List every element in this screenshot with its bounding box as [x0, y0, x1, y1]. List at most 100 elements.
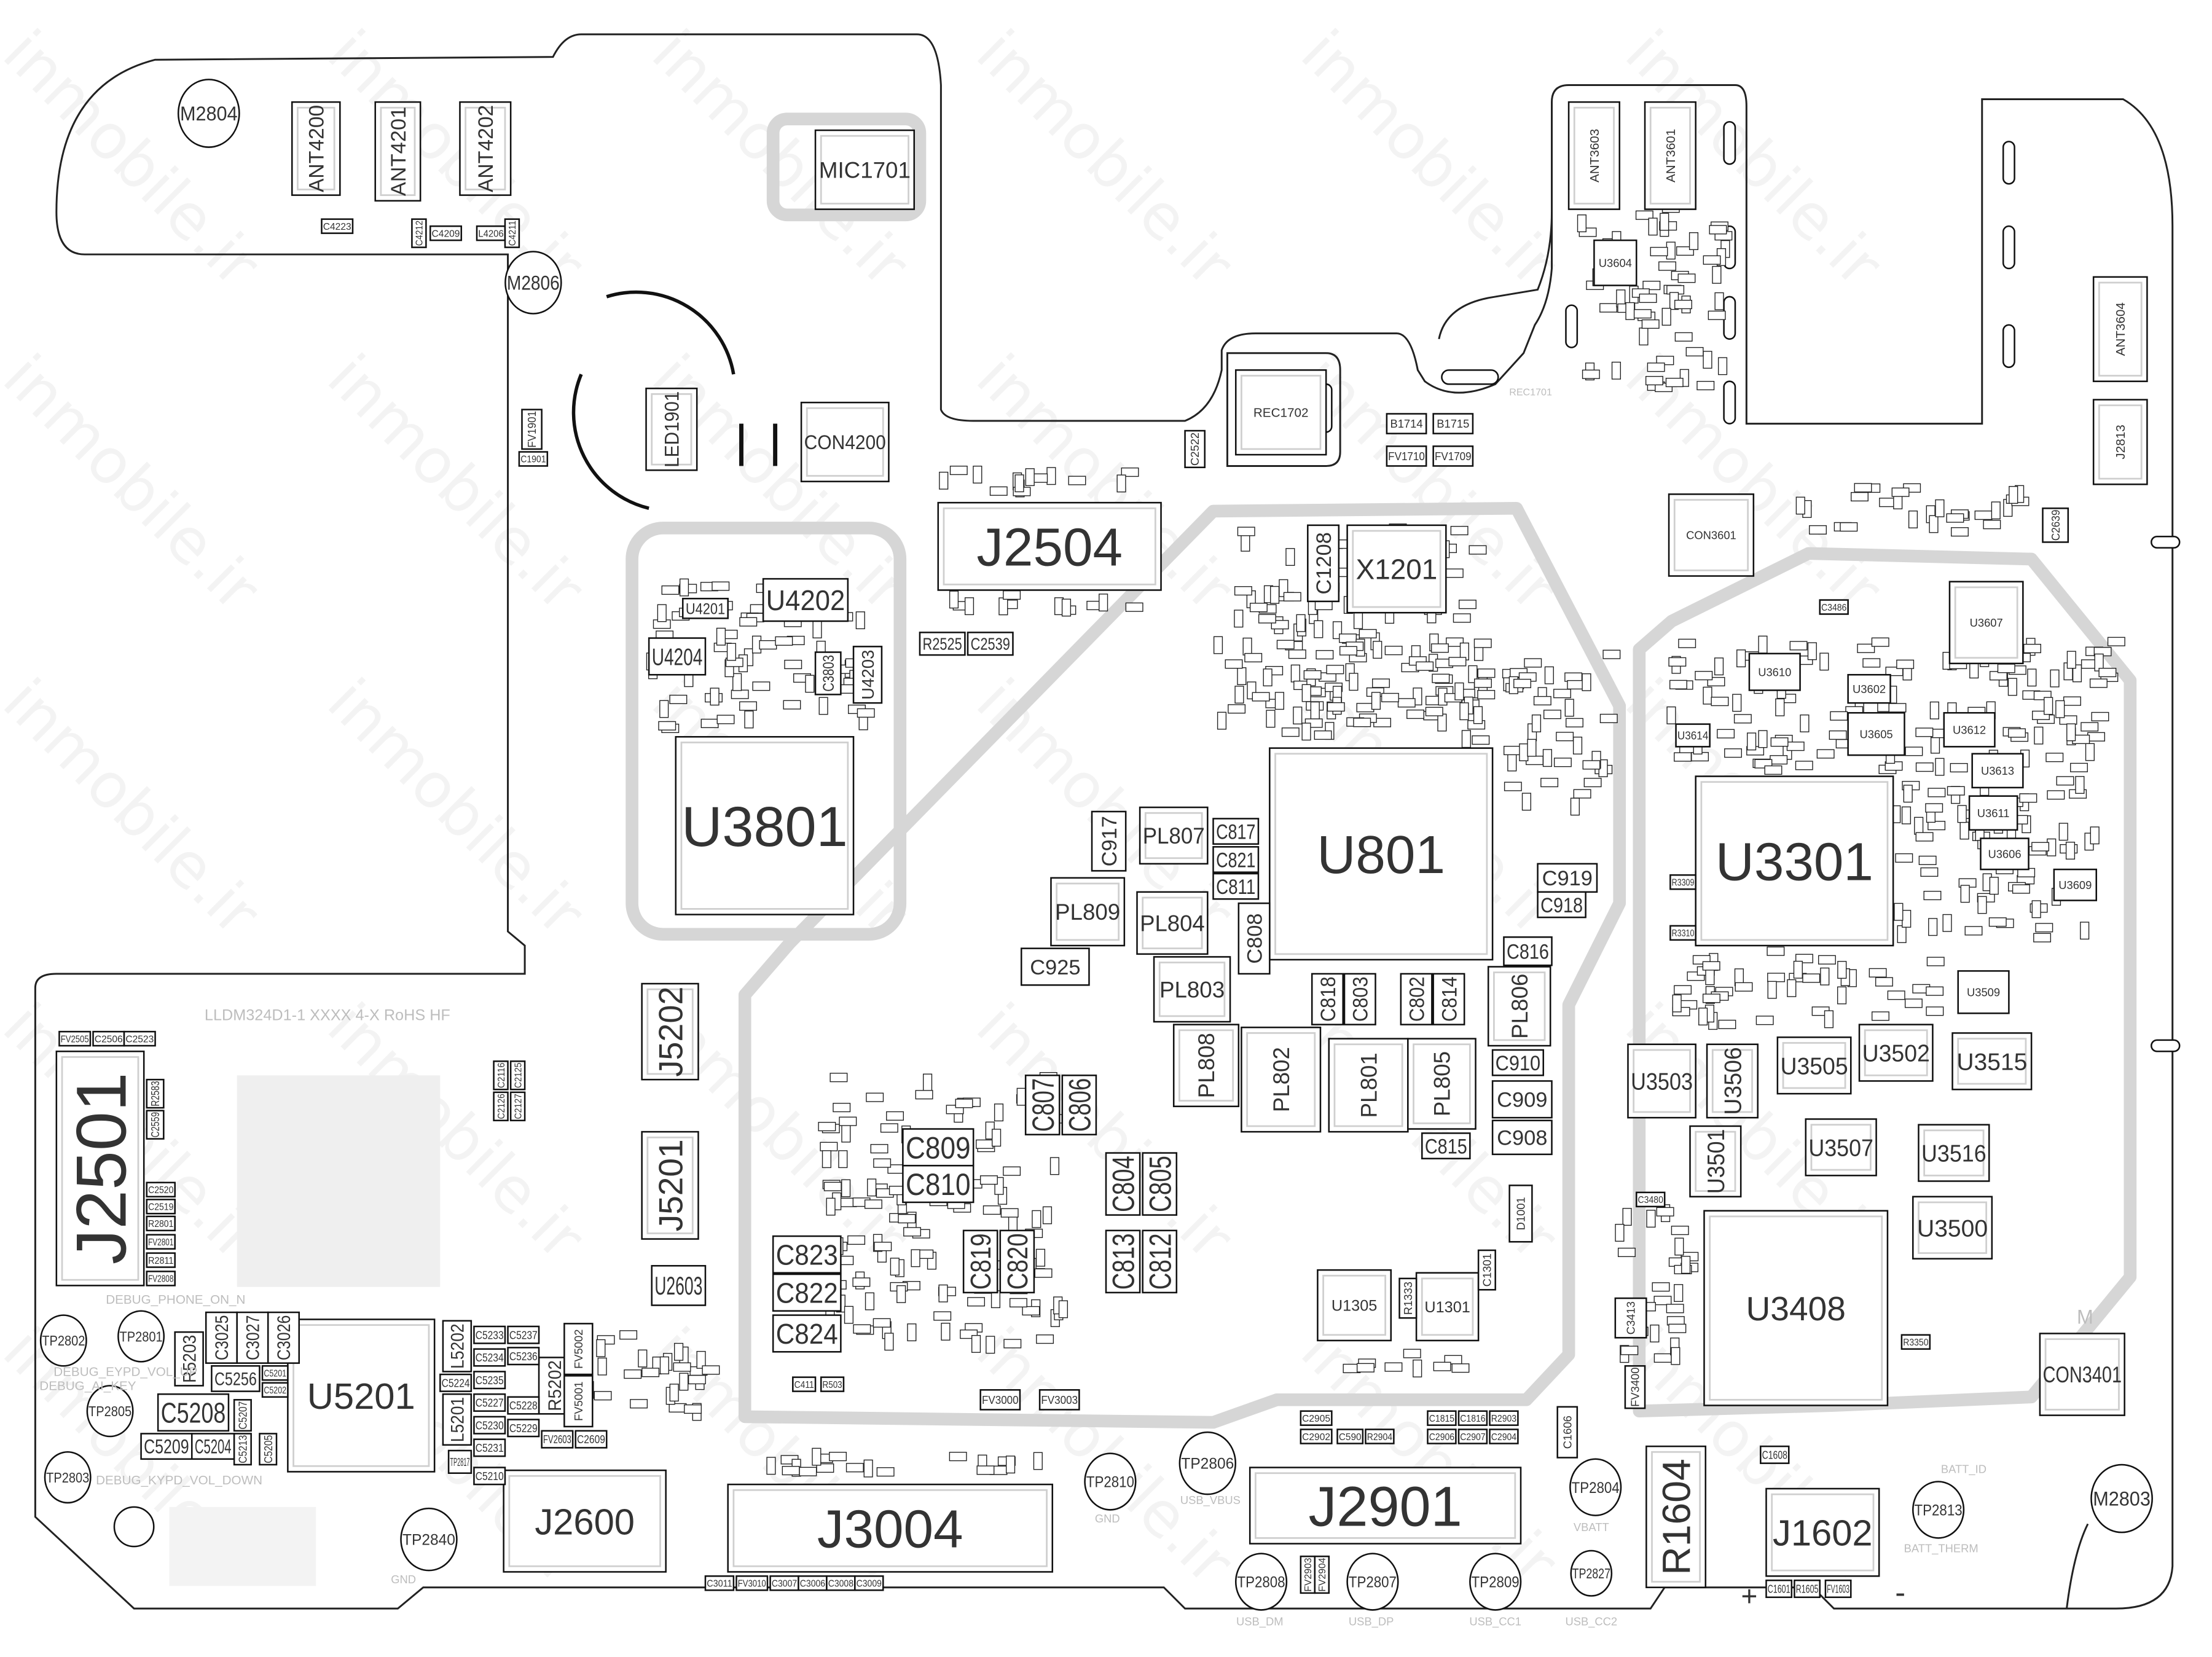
- component-ant4200[interactable]: ANT4200: [291, 101, 341, 196]
- part-u3509[interactable]: U3509: [1957, 970, 2010, 1014]
- part-c5228[interactable]: C5228: [507, 1396, 540, 1415]
- component-u1305[interactable]: U1305: [1317, 1269, 1392, 1342]
- part-r2583[interactable]: R2583: [146, 1078, 165, 1109]
- part-fv3000[interactable]: FV3000: [979, 1389, 1021, 1411]
- part-r3350[interactable]: R3350: [1900, 1334, 1931, 1350]
- component-con3601[interactable]: CON3601: [1668, 493, 1755, 577]
- part-r1605[interactable]: R1605: [1794, 1579, 1821, 1599]
- part-u3609[interactable]: U3609: [2053, 868, 2097, 901]
- part-c2902[interactable]: C2902: [1300, 1428, 1333, 1444]
- part-fv1901[interactable]: FV1901: [521, 409, 543, 450]
- part-c2519[interactable]: C2519: [146, 1199, 176, 1215]
- component-u3516[interactable]: U3516: [1918, 1124, 1990, 1182]
- component-j5202[interactable]: J5202: [641, 982, 699, 1081]
- part-u3605[interactable]: U3605: [1847, 711, 1905, 756]
- component-u4203[interactable]: U4203: [852, 646, 883, 704]
- component-u2603[interactable]: U2603: [651, 1264, 707, 1306]
- part-fv2904[interactable]: FV2904: [1314, 1555, 1330, 1594]
- test-point-tp2808[interactable]: TP2808: [1234, 1553, 1288, 1611]
- component-c806[interactable]: C806: [1061, 1075, 1097, 1135]
- component-c1208[interactable]: C1208: [1307, 524, 1340, 603]
- test-point-m2806[interactable]: M2806: [504, 251, 562, 315]
- component-c908[interactable]: C908: [1491, 1119, 1553, 1156]
- component-l5201[interactable]: L5201: [442, 1393, 473, 1446]
- component-c5256[interactable]: C5256: [211, 1365, 261, 1392]
- component-c925[interactable]: C925: [1020, 947, 1090, 986]
- part-r2811[interactable]: R2811: [146, 1252, 176, 1268]
- part-fv1710[interactable]: FV1710: [1386, 445, 1427, 467]
- component-c821[interactable]: C821: [1212, 846, 1260, 873]
- part-c1608[interactable]: C1608: [1760, 1445, 1790, 1464]
- component-r5202[interactable]: R5202: [538, 1357, 571, 1415]
- component-c822[interactable]: C822: [772, 1273, 842, 1312]
- part-c2523[interactable]: C2523: [123, 1030, 156, 1047]
- part-c5231[interactable]: C5231: [473, 1438, 506, 1457]
- component-pl808[interactable]: PL808: [1172, 1024, 1240, 1108]
- component-j2600[interactable]: J2600: [503, 1469, 667, 1573]
- test-point-tp2804[interactable]: TP2804: [1569, 1458, 1622, 1516]
- part-c2125[interactable]: C2125: [509, 1060, 526, 1091]
- component-c3027[interactable]: C3027: [236, 1311, 269, 1364]
- part-fv3003[interactable]: FV3003: [1038, 1389, 1080, 1411]
- component-u3301[interactable]: U3301: [1695, 775, 1894, 947]
- part-c3480[interactable]: C3480: [1636, 1191, 1666, 1208]
- part-b1714[interactable]: B1714: [1386, 413, 1427, 434]
- part-c1601[interactable]: C1601: [1765, 1579, 1793, 1599]
- part-c5233[interactable]: C5233: [473, 1325, 506, 1344]
- part-c2609[interactable]: C2609: [575, 1430, 608, 1449]
- component-u4202[interactable]: U4202: [762, 578, 849, 622]
- component-c802[interactable]: C802: [1400, 973, 1433, 1025]
- component-j2501[interactable]: J2501: [55, 1050, 145, 1287]
- part-fv2808[interactable]: FV2808: [146, 1271, 176, 1287]
- component-u4204[interactable]: U4204: [648, 637, 707, 676]
- component-c813[interactable]: C813: [1105, 1229, 1141, 1294]
- component-mic1701[interactable]: MIC1701: [814, 129, 916, 210]
- component-u801[interactable]: U801: [1269, 747, 1494, 961]
- part-c4223[interactable]: C4223: [321, 218, 354, 234]
- test-point-tp2813[interactable]: TP2813: [1912, 1481, 1965, 1539]
- part-c5230[interactable]: C5230: [473, 1416, 506, 1435]
- part-c2126[interactable]: C2126: [493, 1091, 509, 1122]
- test-point-m2803[interactable]: M2803: [2090, 1463, 2153, 1534]
- part-c2904[interactable]: C2904: [1489, 1428, 1519, 1444]
- test-point-tp2806[interactable]: TP2806: [1179, 1431, 1237, 1495]
- component-c918[interactable]: C918: [1537, 891, 1586, 919]
- part-fv5001[interactable]: FV5001: [563, 1375, 594, 1428]
- part-c3413[interactable]: C3413: [1614, 1297, 1647, 1339]
- part-c2639[interactable]: C2639: [2042, 507, 2069, 543]
- part-b1715[interactable]: B1715: [1432, 413, 1474, 434]
- part-u3612[interactable]: U3612: [1943, 711, 1996, 748]
- component-c3025[interactable]: C3025: [205, 1311, 238, 1364]
- component-c814[interactable]: C814: [1432, 973, 1465, 1025]
- part-c3008[interactable]: C3008: [826, 1575, 856, 1591]
- part-c4209[interactable]: C4209: [429, 225, 463, 241]
- component-u4201[interactable]: U4201: [681, 598, 729, 619]
- component-u3506[interactable]: U3506: [1706, 1043, 1759, 1119]
- component-r5203[interactable]: R5203: [174, 1331, 204, 1387]
- component-c817[interactable]: C817: [1212, 818, 1260, 845]
- part-r2801[interactable]: R2801: [146, 1215, 176, 1232]
- part-u3602[interactable]: U3602: [1847, 673, 1891, 704]
- part-c5229[interactable]: C5229: [507, 1419, 540, 1438]
- component-c818[interactable]: C818: [1311, 973, 1344, 1025]
- component-ant3603[interactable]: ANT3603: [1567, 101, 1620, 210]
- part-c5205[interactable]: C5205: [259, 1433, 278, 1466]
- part-c5210[interactable]: C5210: [473, 1467, 506, 1486]
- component-ant3601[interactable]: ANT3601: [1644, 101, 1696, 210]
- part-u3610[interactable]: U3610: [1748, 652, 1801, 691]
- part-c2559[interactable]: C2559: [146, 1110, 165, 1140]
- part-c2127[interactable]: C2127: [509, 1091, 526, 1122]
- part-c5235[interactable]: C5235: [473, 1371, 506, 1390]
- test-point-tp2807[interactable]: TP2807: [1346, 1553, 1399, 1611]
- component-c815[interactable]: C815: [1421, 1132, 1471, 1160]
- component-u5201[interactable]: U5201: [287, 1318, 436, 1473]
- component-led1901[interactable]: LED1901: [645, 387, 698, 471]
- component-con4200[interactable]: CON4200: [800, 401, 890, 482]
- part-d1001[interactable]: D1001: [1508, 1185, 1533, 1243]
- part-c5213[interactable]: C5213: [233, 1433, 252, 1466]
- component-pl801[interactable]: PL801: [1328, 1038, 1409, 1133]
- component-u3408[interactable]: U3408: [1703, 1210, 1889, 1406]
- component-c917[interactable]: C917: [1091, 810, 1127, 872]
- component-u3515[interactable]: U3515: [1951, 1032, 2033, 1091]
- component-c2539[interactable]: C2539: [967, 632, 1014, 656]
